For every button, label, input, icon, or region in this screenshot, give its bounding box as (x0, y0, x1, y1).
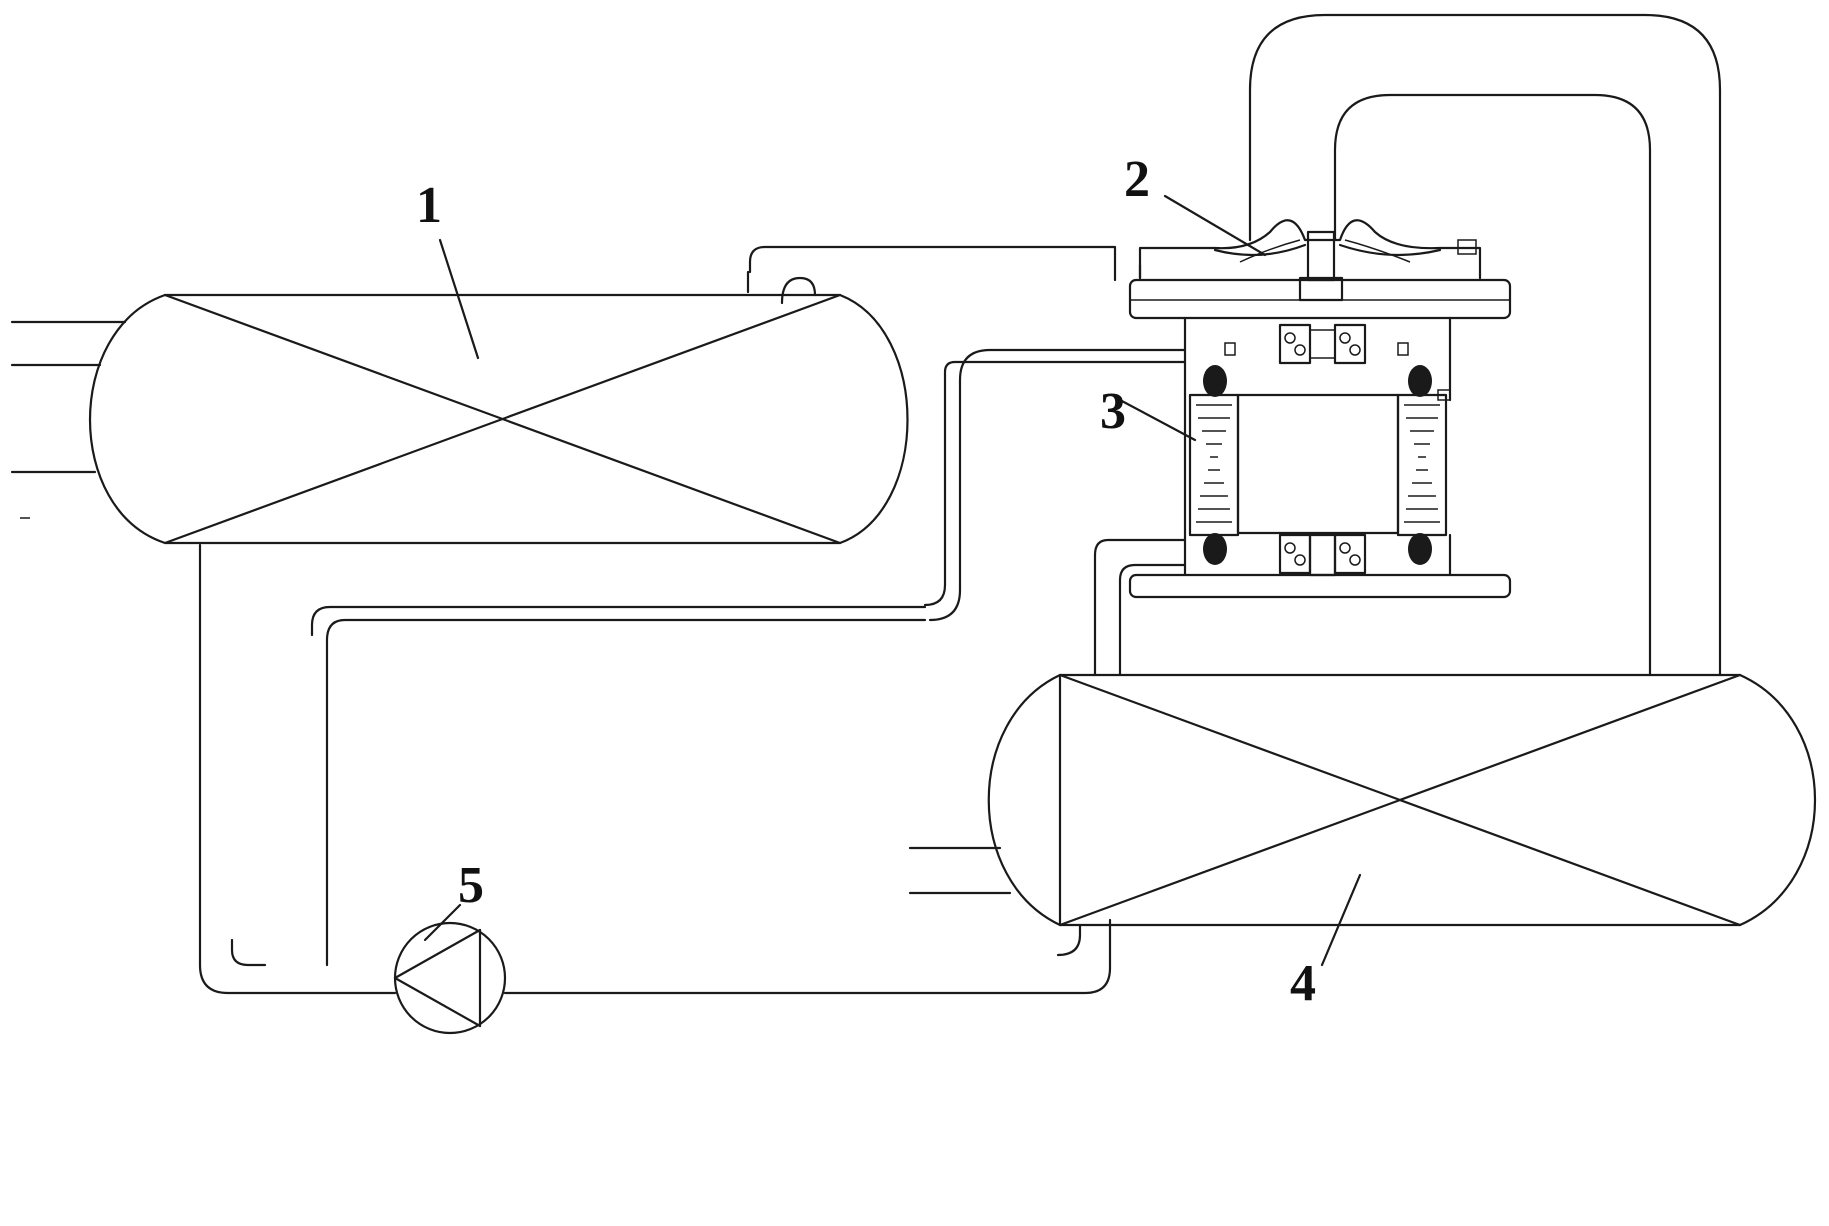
motor-3 (1128, 316, 1512, 599)
label-motor: 3 (1100, 383, 1126, 440)
piping (198, 13, 1722, 995)
heat-exchanger-1 (10, 293, 909, 545)
pump-5 (393, 921, 507, 1035)
heat-exchanger-4 (908, 673, 1817, 927)
label-pump: 5 (458, 857, 484, 914)
compressor-2 (1128, 219, 1512, 320)
label-evaporator: 1 (416, 177, 442, 234)
leader-lines (423, 194, 1362, 967)
label-compressor: 2 (1124, 151, 1150, 208)
label-condenser: 4 (1290, 955, 1316, 1012)
